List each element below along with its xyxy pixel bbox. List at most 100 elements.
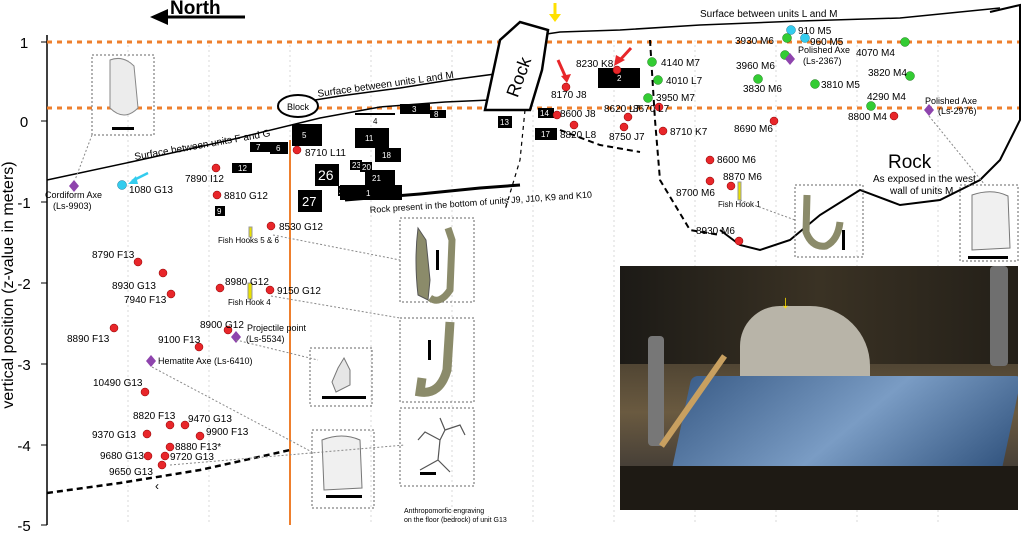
point-label: 9150 G12 [277,286,321,297]
point-label: 3930 M6 [735,36,774,47]
artifact-label: Hematite Axe (Ls-6410) [158,356,253,366]
point-label: 10490 G13 [93,378,143,389]
fish-hook-label: Fish Hook 1 [718,200,761,209]
point-label: 9680 G13 [100,451,144,462]
artifact-label: (Ls-9903) [53,201,92,211]
point-label: 8670 L7 [633,104,670,115]
block-number: 13 [500,118,509,127]
fish-hook-1-image [802,194,845,250]
rock-dashed-edge [649,39,721,236]
artifact-label: (Ls-5534) [246,334,285,344]
point-label: 8230 K8 [576,59,614,70]
point-label: 8600 J8 [560,109,596,120]
y-tick-label: 1 [20,35,28,52]
rock-bottom-note: Rock present in the bottom of units J9, … [369,189,592,215]
point-label: 8880 F13* [175,442,221,453]
point-label: 8700 M6 [676,188,715,199]
point-label: 8620 L7 [604,104,641,115]
hematite-axe-image [321,435,363,498]
rock-exposed-note: As exposed in the west [873,174,976,185]
point-label: 8600 M6 [717,155,756,166]
block-number: 11 [365,134,374,143]
yellow-arrow-icon [549,3,561,22]
rock-exposed-note: wall of units M [889,186,953,197]
y-tick-label: -4 [17,438,30,455]
point-label: 9100 F13 [158,335,201,346]
point-label: 8800 M4 [848,112,887,123]
surface-label: Surface between units L and M [317,70,455,100]
block-number: 9 [217,207,222,216]
red-arrow-icon [556,46,633,83]
central-rock-outline [483,20,550,112]
point-label: 8710 K7 [670,127,708,138]
point-label: 9900 F13 [206,427,249,438]
cyan-arrow-icon [128,171,149,184]
point-label: 4010 L7 [666,76,703,87]
photo-ground [620,466,1018,510]
cordiform-axe-image [109,58,139,130]
point-label: 3950 M7 [656,93,695,104]
artifact-label: Projectile point [247,323,307,333]
rock-dashed-edge-3 [504,109,526,211]
block-number: 20 [362,163,371,172]
point-label: 3960 M6 [736,61,775,72]
block-number: 2 [617,74,622,83]
block-number: 27 [302,194,316,209]
block-number: 1 [366,189,371,198]
point-label: 4290 M4 [867,92,906,103]
point-label: 9720 G13 [170,452,214,463]
y-tick-label: -1 [17,195,30,212]
point-label: 8170 J8 [551,90,587,101]
block-number: 26 [318,167,334,183]
y-axis-title: vertical position (z-value in meters) [0,161,17,408]
block-label: Block [287,102,310,112]
surface-label: Surface between units L and M [700,9,838,20]
point-label: 8810 G12 [224,191,268,202]
fish-hook-label: Fish Hook 4 [228,298,271,307]
north-arrow: North [150,0,245,25]
engraving-caption: Anthropomorfic engraving [404,508,484,515]
point-label: 960 M5 [810,37,844,48]
point-label: 8750 J7 [609,132,645,143]
block-number: 7 [256,143,261,152]
photo-post [990,266,1008,366]
leader-lines [74,115,986,466]
artifact-label: Polished Axe [925,96,977,106]
point-label: 8820 F13 [133,411,176,422]
point-label: 8820 L8 [560,130,597,141]
north-label: North [170,0,221,19]
block-number: 18 [382,151,391,160]
point-label: 4070 M4 [856,48,895,59]
bottom-dashed-line [46,448,291,495]
point-label: 7890 I12 [185,174,224,185]
photo-arrow-icon: ↓ [781,292,790,312]
block-number: 5 [302,131,307,140]
artifact-label: (Ls-2367) [803,56,842,66]
point-label: 8980 G12 [225,277,269,288]
point-label: 8930 G13 [112,281,156,292]
green-point-labels: 4140 M7 4010 L7 3950 M7 3930 M6 3960 M6 … [656,36,907,104]
point-label: 9470 G13 [188,414,232,425]
point-label: 8530 G12 [279,222,323,233]
block-shape [277,94,319,118]
surface-fg-line [46,99,491,181]
block-number: 17 [541,130,550,139]
block-number: 12 [238,164,247,173]
point-label: 8930 M6 [696,226,735,237]
green-points [643,33,915,111]
point-label: 8790 F13 [92,250,135,261]
block-number: 4 [373,117,378,126]
polished-axe-image [968,191,1011,259]
engraving-image [417,417,466,475]
y-tick-label: -2 [17,276,30,293]
point-label: 8710 L11 [305,148,346,159]
point-label: 8890 F13 [67,334,110,345]
cyan-points [117,25,810,190]
point-label: 7940 F13 [124,295,167,306]
numbered-blocks: 7 6 5 12 9 11 18 23 20 21 26 25 27 1 3 8… [215,68,640,216]
projectile-point-image [322,356,366,399]
engraving-caption: on the floor (bedrock) of unit G13 [404,517,507,524]
point-label: 8900 G12 [200,320,244,331]
artifact-label: Polished Axe [798,45,850,55]
rock-dashed-edge-2 [559,129,641,153]
